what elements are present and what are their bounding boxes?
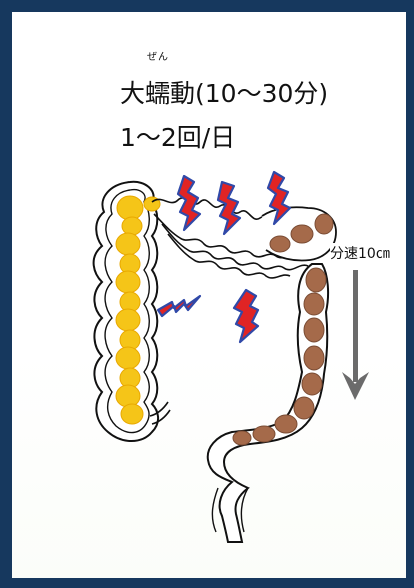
lightning-bolt-icon	[158, 296, 200, 316]
down-arrow-icon	[342, 270, 369, 400]
lightning-bolts	[158, 172, 290, 342]
lightning-bolt-icon	[178, 176, 200, 230]
speed-label: 分速10㎝	[330, 243, 390, 263]
ruby-annotation: ぜん	[147, 48, 169, 63]
lightning-bolt-icon	[218, 182, 240, 234]
transverse-right	[262, 207, 336, 260]
lightning-bolt-icon	[234, 290, 258, 342]
heading-line-2: 1〜2回/日	[120, 118, 235, 154]
descending-colon	[208, 264, 328, 542]
heading-line-1: 大蠕動(10〜30分)	[120, 74, 328, 110]
